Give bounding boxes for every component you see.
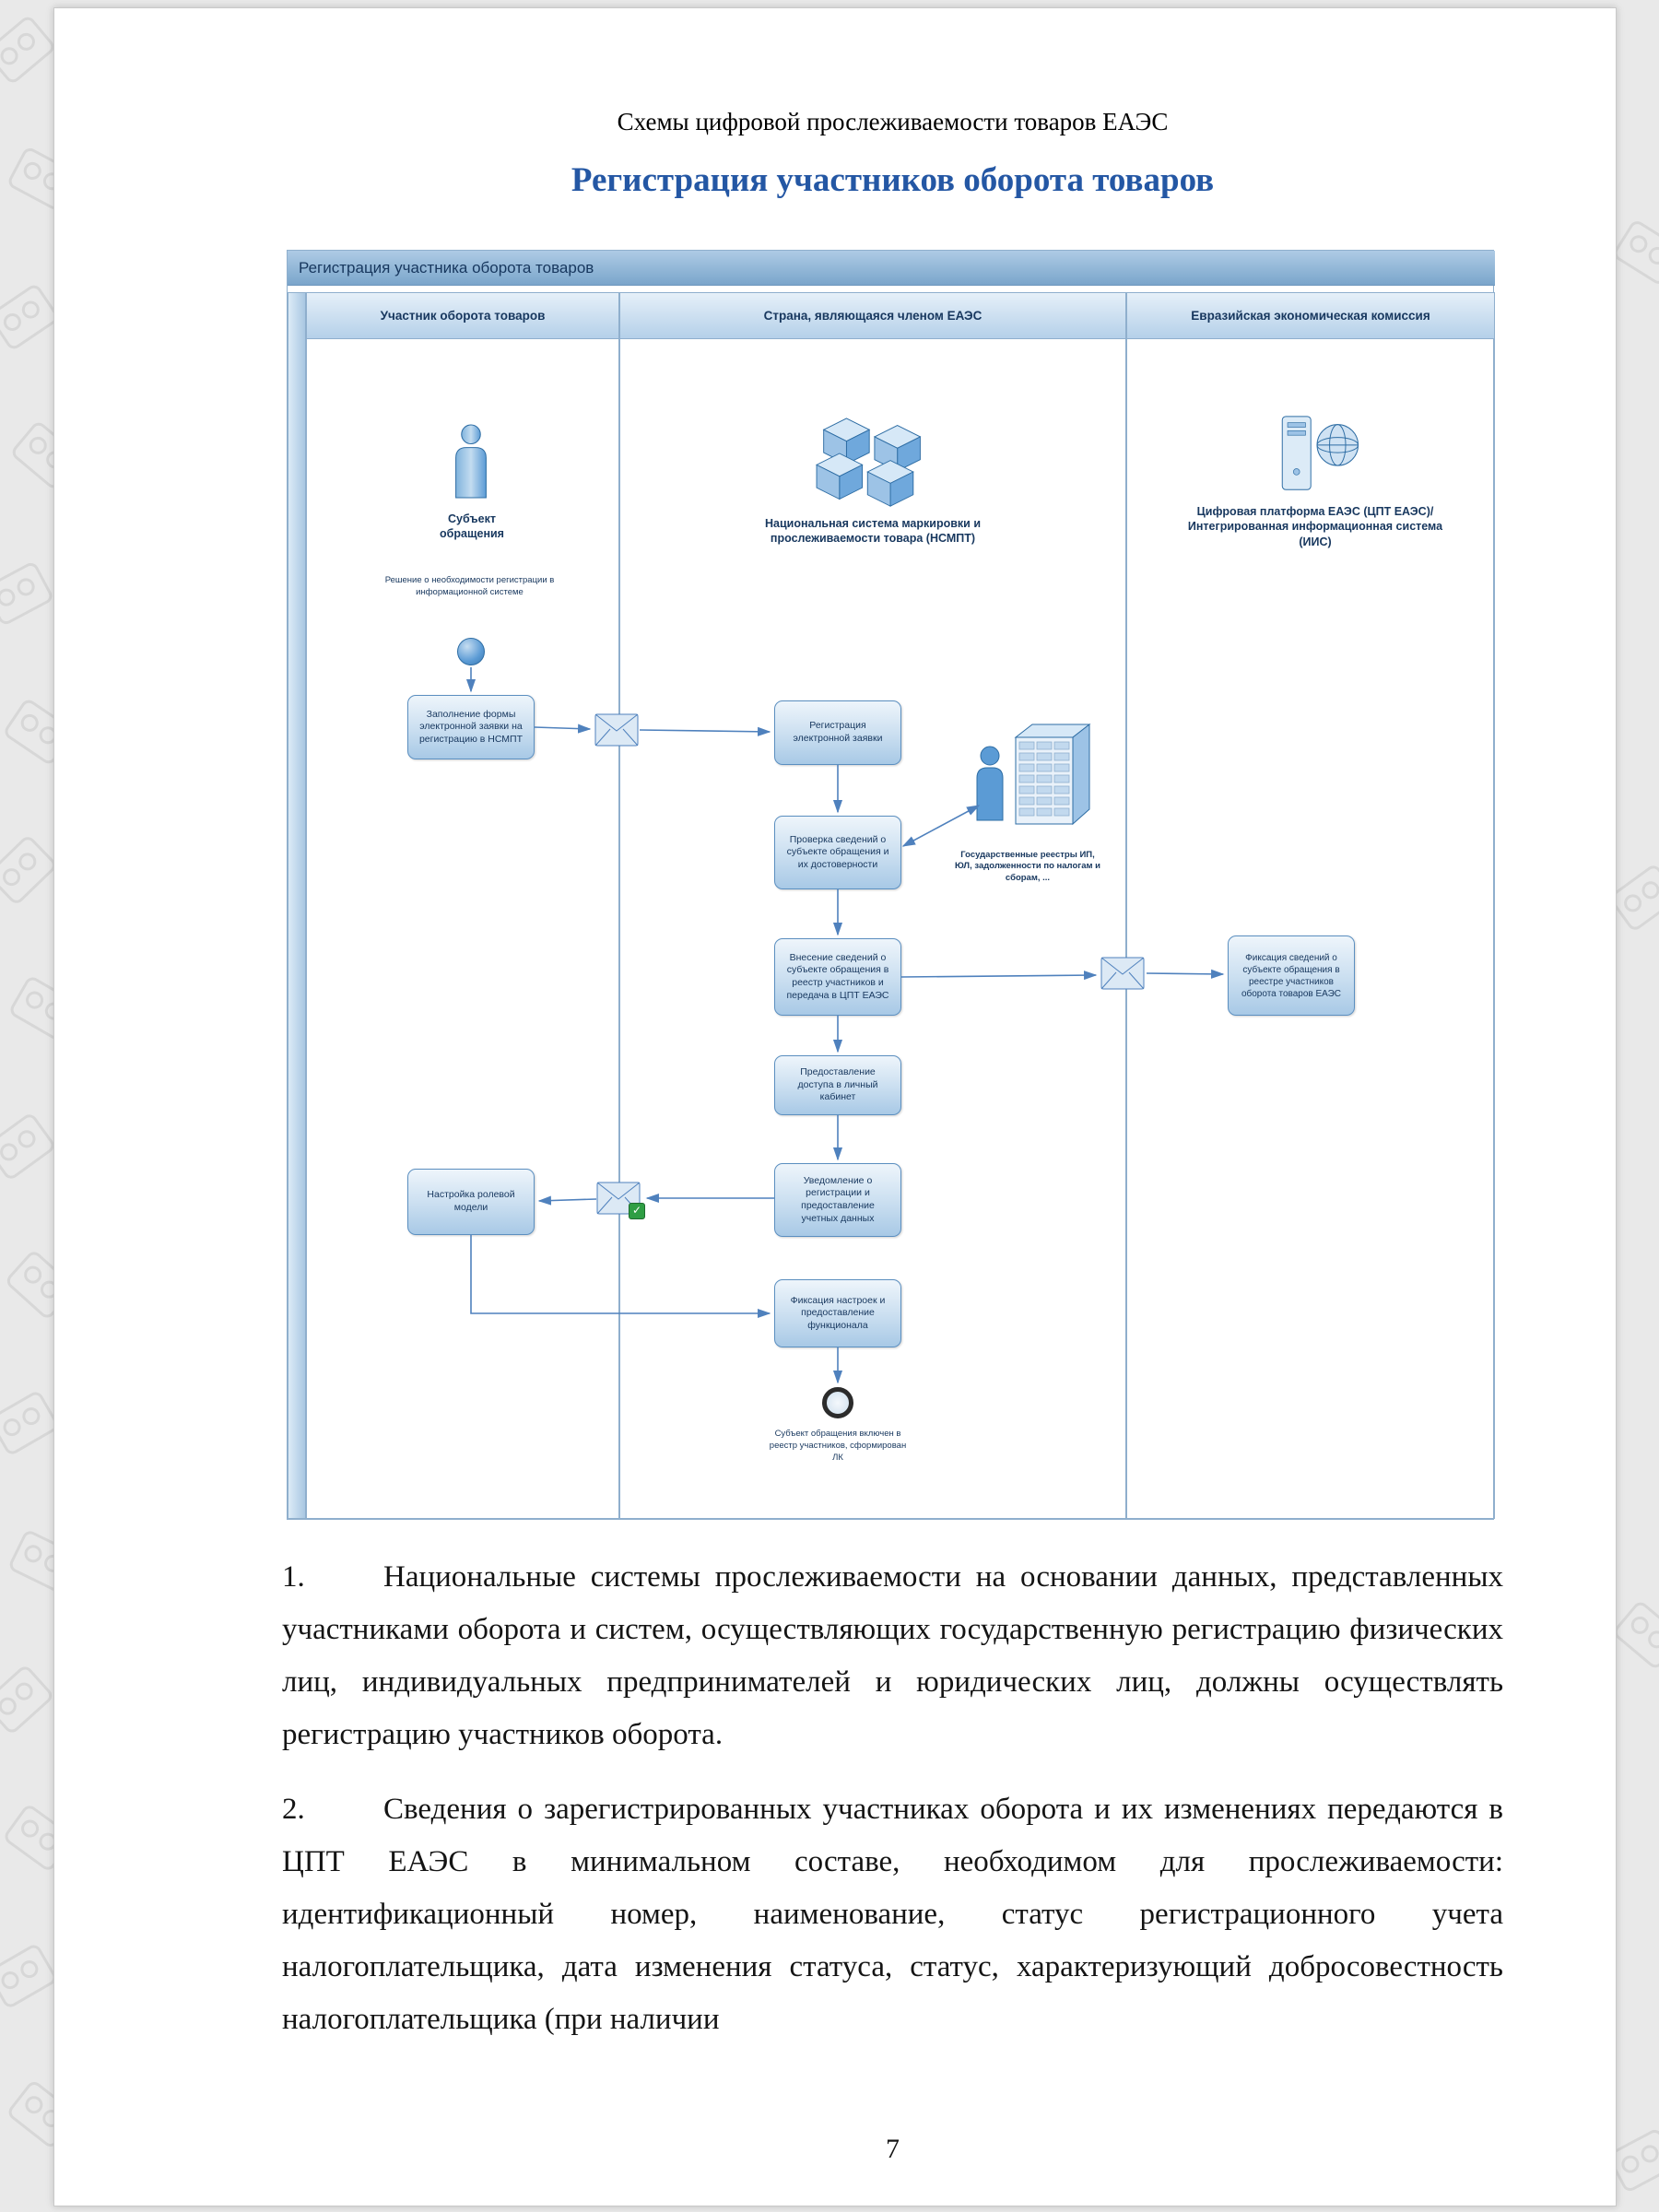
platform-server-globe-icon: [1281, 416, 1359, 490]
background-pattern-icon: [0, 1663, 55, 1736]
task-fix-eec: Фиксация сведений о субъекте обращения в…: [1228, 935, 1355, 1016]
paragraph-1-text: Национальные системы прослеживаемости на…: [282, 1560, 1503, 1751]
pool-title-bar: Регистрация участника оборота товаров: [288, 251, 1495, 286]
paragraph-1-number: 1.: [282, 1560, 305, 1594]
envelope-check-icon: [596, 1182, 645, 1219]
decision-note: Решение о необходимости регистрации в ин…: [384, 575, 555, 597]
background-pattern-icon: [0, 833, 59, 907]
background-pattern-icon: [0, 282, 61, 352]
end-event: [822, 1387, 853, 1418]
task-register-application: Регистрация электронной заявки: [774, 700, 901, 765]
envelope-icon: [1100, 957, 1145, 990]
page-number: 7: [886, 2134, 900, 2164]
check-icon: [629, 1203, 645, 1219]
background-pattern-icon: [1611, 218, 1659, 288]
envelope-icon: [594, 713, 639, 747]
document-page: Схемы цифровой прослеживаемости товаров …: [53, 7, 1617, 2206]
task-notify: Уведомление о регистрации и предоставлен…: [774, 1163, 901, 1237]
end-note: Субъект обращения включен в реестр участ…: [769, 1429, 907, 1463]
pool-side-strip: [288, 292, 306, 1519]
paragraph-2-text: Сведения о зарегистрированных участниках…: [282, 1793, 1503, 2036]
paragraph-2-number: 2.: [282, 1793, 305, 1826]
task-enter-registry: Внесение сведений о субъекте обращения в…: [774, 938, 901, 1016]
background-pattern-icon: [0, 1111, 57, 1182]
person-icon: [455, 424, 487, 499]
task-provide-access: Предоставление доступа в личный кабинет: [774, 1055, 901, 1115]
lane-country: Страна, являющаяся членом ЕАЭС: [619, 292, 1126, 1519]
task-fill-form: Заполнение формы электронной заявки на р…: [407, 695, 535, 759]
background-pattern-icon: [0, 1389, 61, 1457]
document-header: Схемы цифровой прослеживаемости товаров …: [617, 108, 1169, 135]
nsmpt-cubes-icon: [815, 418, 922, 507]
task-fix-settings: Фиксация настроек и предоставление функц…: [774, 1279, 901, 1347]
paragraph-2: 2.Сведения о зарегистрированных участник…: [282, 1783, 1503, 2046]
paragraph-1: 1.Национальные системы прослеживаемости …: [282, 1551, 1503, 1761]
body-text: 1.Национальные системы прослеживаемости …: [282, 1551, 1503, 2068]
background-pattern-icon: [1611, 1599, 1659, 1671]
page-title: Регистрация участников оборота товаров: [571, 161, 1215, 199]
lane-header-country: Страна, являющаяся членом ЕАЭС: [620, 293, 1125, 339]
bpmn-diagram: Регистрация участника оборота товаров Уч…: [287, 250, 1495, 1520]
background-pattern-icon: [0, 14, 57, 86]
lane-header-participant: Участник оборота товаров: [307, 293, 618, 339]
actor-label-registries: Государственные реестры ИП, ЮЛ, задолжен…: [954, 850, 1101, 883]
actor-label-subject: Субъект обращения: [440, 512, 504, 541]
background-pattern-icon: [0, 1942, 59, 2010]
state-registries-icon: [976, 723, 1091, 826]
lane-participant: Участник оборота товаров: [306, 292, 619, 1519]
lane-header-commission: Евразийская экономическая комиссия: [1127, 293, 1494, 339]
actor-label-nsmpt: Национальная система маркировки и просле…: [764, 517, 982, 546]
task-role-model: Настройка ролевой модели: [407, 1169, 535, 1235]
actor-label-platform: Цифровая платформа ЕАЭС (ЦПТ ЕАЭС)/ Инте…: [1187, 505, 1443, 548]
start-event: [457, 638, 485, 665]
lane-commission: Евразийская экономическая комиссия: [1126, 292, 1495, 1519]
background-pattern-icon: [0, 559, 55, 628]
task-verify-info: Проверка сведений о субъекте обращения и…: [774, 816, 901, 889]
